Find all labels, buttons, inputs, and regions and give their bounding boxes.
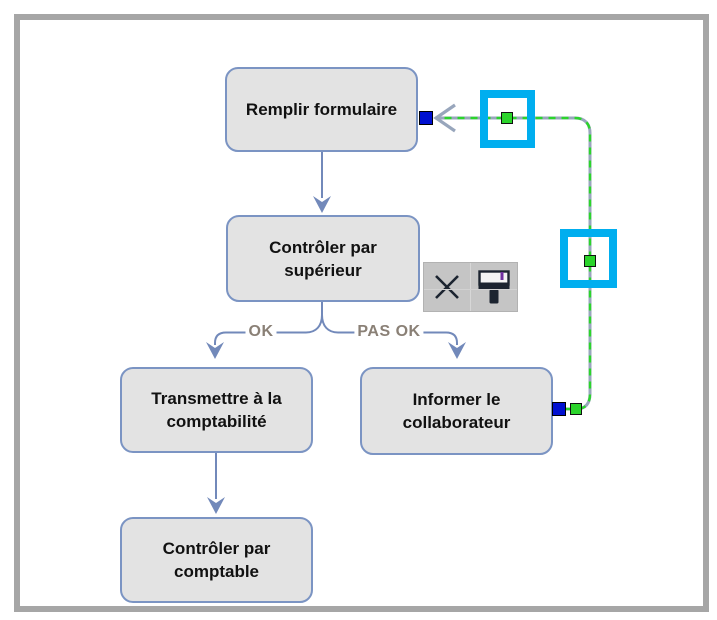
paint-brush-icon (478, 270, 510, 304)
delete-button[interactable] (424, 263, 470, 311)
node-label: Contrôler par supérieur (269, 237, 377, 280)
waypoint-handle-bottom[interactable] (570, 403, 582, 415)
node-controler-comptable[interactable]: Contrôler par comptable (120, 517, 313, 603)
connector-transmettre-to-comptable[interactable] (207, 453, 225, 514)
waypoint-handle-top[interactable] (501, 112, 513, 124)
branch-label-ok: OK (245, 323, 277, 341)
arrowhead-left-icon (433, 103, 456, 133)
edge-dock-remplir[interactable] (419, 111, 433, 125)
node-label: Transmettre à la comptabilité (151, 389, 282, 431)
close-icon (435, 275, 459, 299)
node-label: Contrôler par comptable (162, 539, 271, 581)
branch-label-pas-ok: PAS OK (354, 323, 424, 341)
node-transmettre-comptabilite[interactable]: Transmettre à la comptabilité (120, 367, 313, 453)
node-informer-collaborateur[interactable]: Informer le collaborateur (360, 367, 553, 455)
node-controler-superieur[interactable]: Contrôler par supérieur (226, 215, 420, 302)
node-label: Informer le collaborateur (402, 390, 511, 432)
node-remplir-formulaire[interactable]: Remplir formulaire (225, 67, 418, 152)
waypoint-handle-middle[interactable] (584, 255, 596, 267)
context-toolbar (423, 262, 518, 312)
node-label: Remplir formulaire (245, 100, 398, 119)
edge-dock-informer[interactable] (552, 402, 566, 416)
format-paint-button[interactable] (470, 263, 517, 311)
connector-remplir-to-controler[interactable] (313, 152, 331, 213)
edge-informer-to-remplir-selected[interactable] (433, 103, 592, 411)
